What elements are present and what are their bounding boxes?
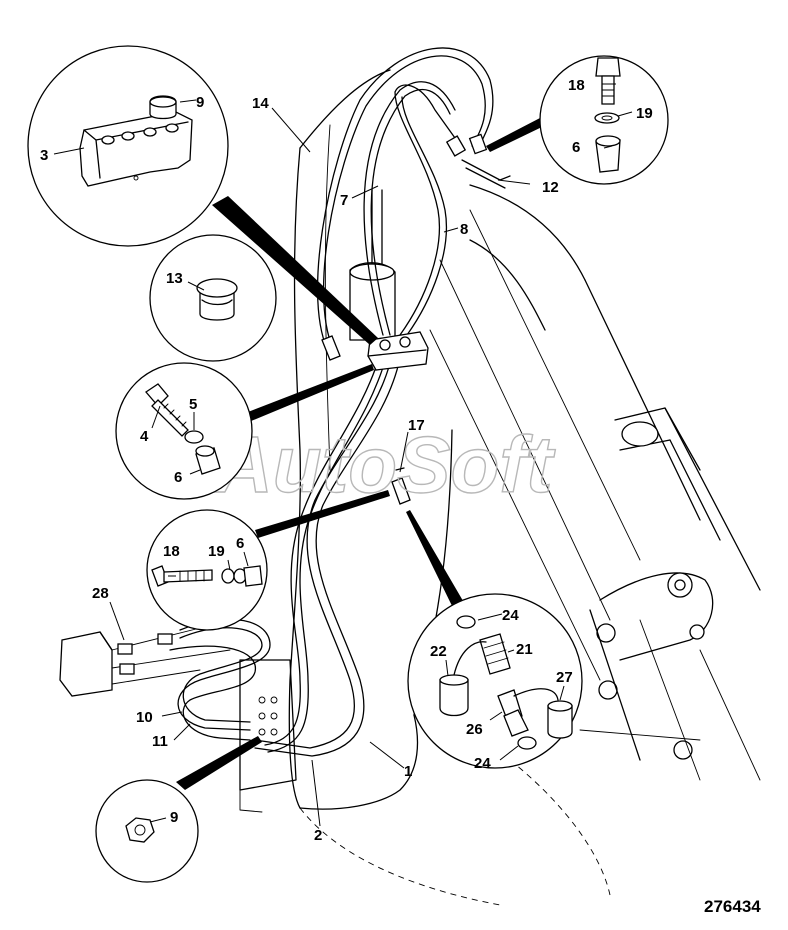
hose-7 xyxy=(363,81,456,336)
detail-circle-bracket xyxy=(27,45,229,247)
pointer-bolt-detail-2 xyxy=(255,490,390,538)
callout-9-bottom: 9 xyxy=(170,809,178,826)
callout-4: 4 xyxy=(140,428,149,445)
hose-14 xyxy=(316,47,494,356)
callout-labels: 3 9 13 4 5 6 14 7 8 12 18 19 6 17 18 19 … xyxy=(40,77,653,844)
hose-end-fitting xyxy=(321,335,341,361)
test-point-17 xyxy=(391,467,411,505)
detail-circle-test-points xyxy=(407,593,583,769)
callout-7: 7 xyxy=(340,192,348,209)
callout-21: 21 xyxy=(516,641,533,658)
callout-26: 26 xyxy=(466,721,483,738)
pointer-test-point-detail xyxy=(406,510,466,612)
callout-1: 1 xyxy=(404,763,412,780)
boom-assembly xyxy=(59,69,761,906)
pointer-nut-detail xyxy=(176,736,262,790)
pointer-fitting-detail xyxy=(486,118,544,152)
hose-clamp-block xyxy=(367,331,429,371)
callout-3: 3 xyxy=(40,147,48,164)
callout-28: 28 xyxy=(92,585,109,602)
detail-pointers xyxy=(176,118,544,790)
callout-24-bottom: 24 xyxy=(474,755,491,772)
callout-18-mid: 18 xyxy=(163,543,180,560)
callout-8: 8 xyxy=(460,221,468,238)
callout-6-mid: 6 xyxy=(174,469,182,486)
callout-17: 17 xyxy=(408,417,425,434)
hose-1 xyxy=(254,354,401,757)
hose-8 xyxy=(394,84,456,336)
detail-circle-bush xyxy=(149,234,277,362)
callout-10: 10 xyxy=(136,709,153,726)
callout-22: 22 xyxy=(430,643,447,660)
callout-27: 27 xyxy=(556,669,573,686)
leader-lines xyxy=(53,83,633,827)
callout-13: 13 xyxy=(166,270,183,287)
callout-18-right: 18 xyxy=(568,77,585,94)
pointer-bracket-detail xyxy=(212,196,378,345)
detail-circle-fitting xyxy=(539,55,669,185)
callout-19-mid: 19 xyxy=(208,543,225,560)
callout-12: 12 xyxy=(542,179,559,196)
detail-circle-bolt-2 xyxy=(146,509,268,631)
top-fittings xyxy=(445,133,511,189)
callout-14: 14 xyxy=(252,95,269,112)
callout-6-right: 6 xyxy=(572,139,580,156)
callout-24-top: 24 xyxy=(502,607,519,624)
hoses-10-11 xyxy=(169,618,271,741)
hose-2 xyxy=(264,354,387,753)
detail-circle-bolt xyxy=(115,362,253,500)
pointer-bolt-detail xyxy=(244,364,374,424)
callout-6-mid-bolt: 6 xyxy=(236,535,244,552)
callout-9-top: 9 xyxy=(196,94,204,111)
callout-19-right: 19 xyxy=(636,105,653,122)
callout-5: 5 xyxy=(189,396,197,413)
callout-2: 2 xyxy=(314,827,322,844)
reference-number: 276434 xyxy=(704,897,761,916)
callout-11: 11 xyxy=(152,733,168,750)
detail-circle-nut xyxy=(95,779,199,883)
